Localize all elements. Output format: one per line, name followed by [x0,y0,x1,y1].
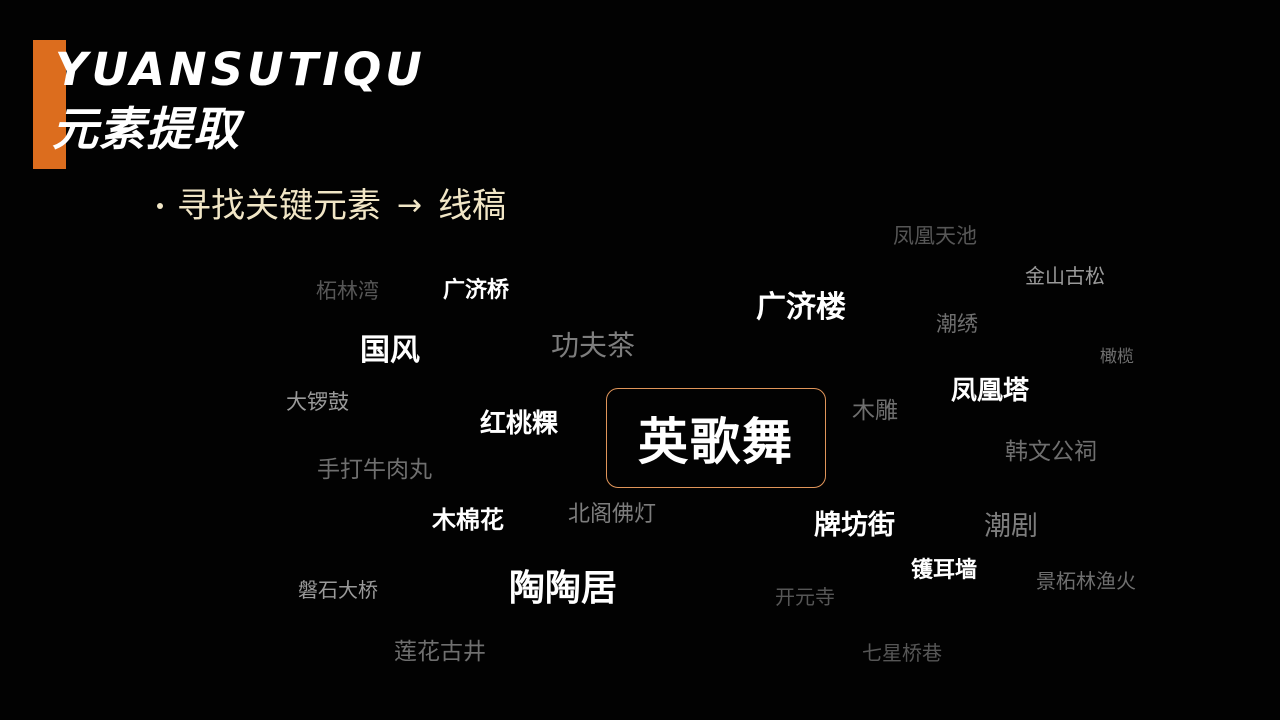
bullet-text-left: 寻找关键元素 [177,186,381,226]
keyword: 手打牛肉丸 [317,457,432,483]
keyword: 陶陶居 [509,568,618,609]
keyword: 广济楼 [756,290,846,325]
keyword: 功夫茶 [551,329,636,362]
keyword: 牌坊街 [814,510,895,541]
bullet-dot-icon [157,203,163,209]
keyword: 潮剧 [984,511,1038,542]
keyword: 广济桥 [443,278,510,303]
bullet-point: 寻找关键元素 → 线稿 [157,184,506,228]
bullet-text-right: 线稿 [438,186,507,226]
keyword: 柘林湾 [316,279,379,303]
keyword: 橄榄 [1100,347,1134,367]
keyword: 金山古松 [1025,264,1105,288]
keyword: 红桃粿 [480,409,559,439]
arrow-right-icon: → [397,188,423,223]
keyword: 国风 [360,333,420,368]
title-english: YUANSUTIQU [55,43,426,96]
keyword: 凤凰天池 [893,224,977,248]
center-keyword: 英歌舞 [638,413,794,471]
keyword: 镬耳墙 [911,558,978,583]
keyword: 莲花古井 [394,639,486,665]
title-chinese: 元素提取 [52,102,240,156]
keyword: 潮绣 [936,312,978,336]
keyword: 开元寺 [775,585,835,609]
keyword: 凤凰塔 [951,376,1030,406]
center-keyword-box: 英歌舞 [606,388,826,488]
keyword: 北阁佛灯 [568,502,657,527]
keyword: 韩文公祠 [1005,439,1097,465]
keyword: 大锣鼓 [286,390,349,414]
keyword: 木棉花 [432,506,504,534]
keyword: 木雕 [852,398,898,424]
accent-bar [33,40,66,169]
keyword: 磐石大桥 [298,578,378,602]
keyword: 景柘林渔火 [1036,569,1136,593]
keyword: 七星桥巷 [862,641,942,665]
